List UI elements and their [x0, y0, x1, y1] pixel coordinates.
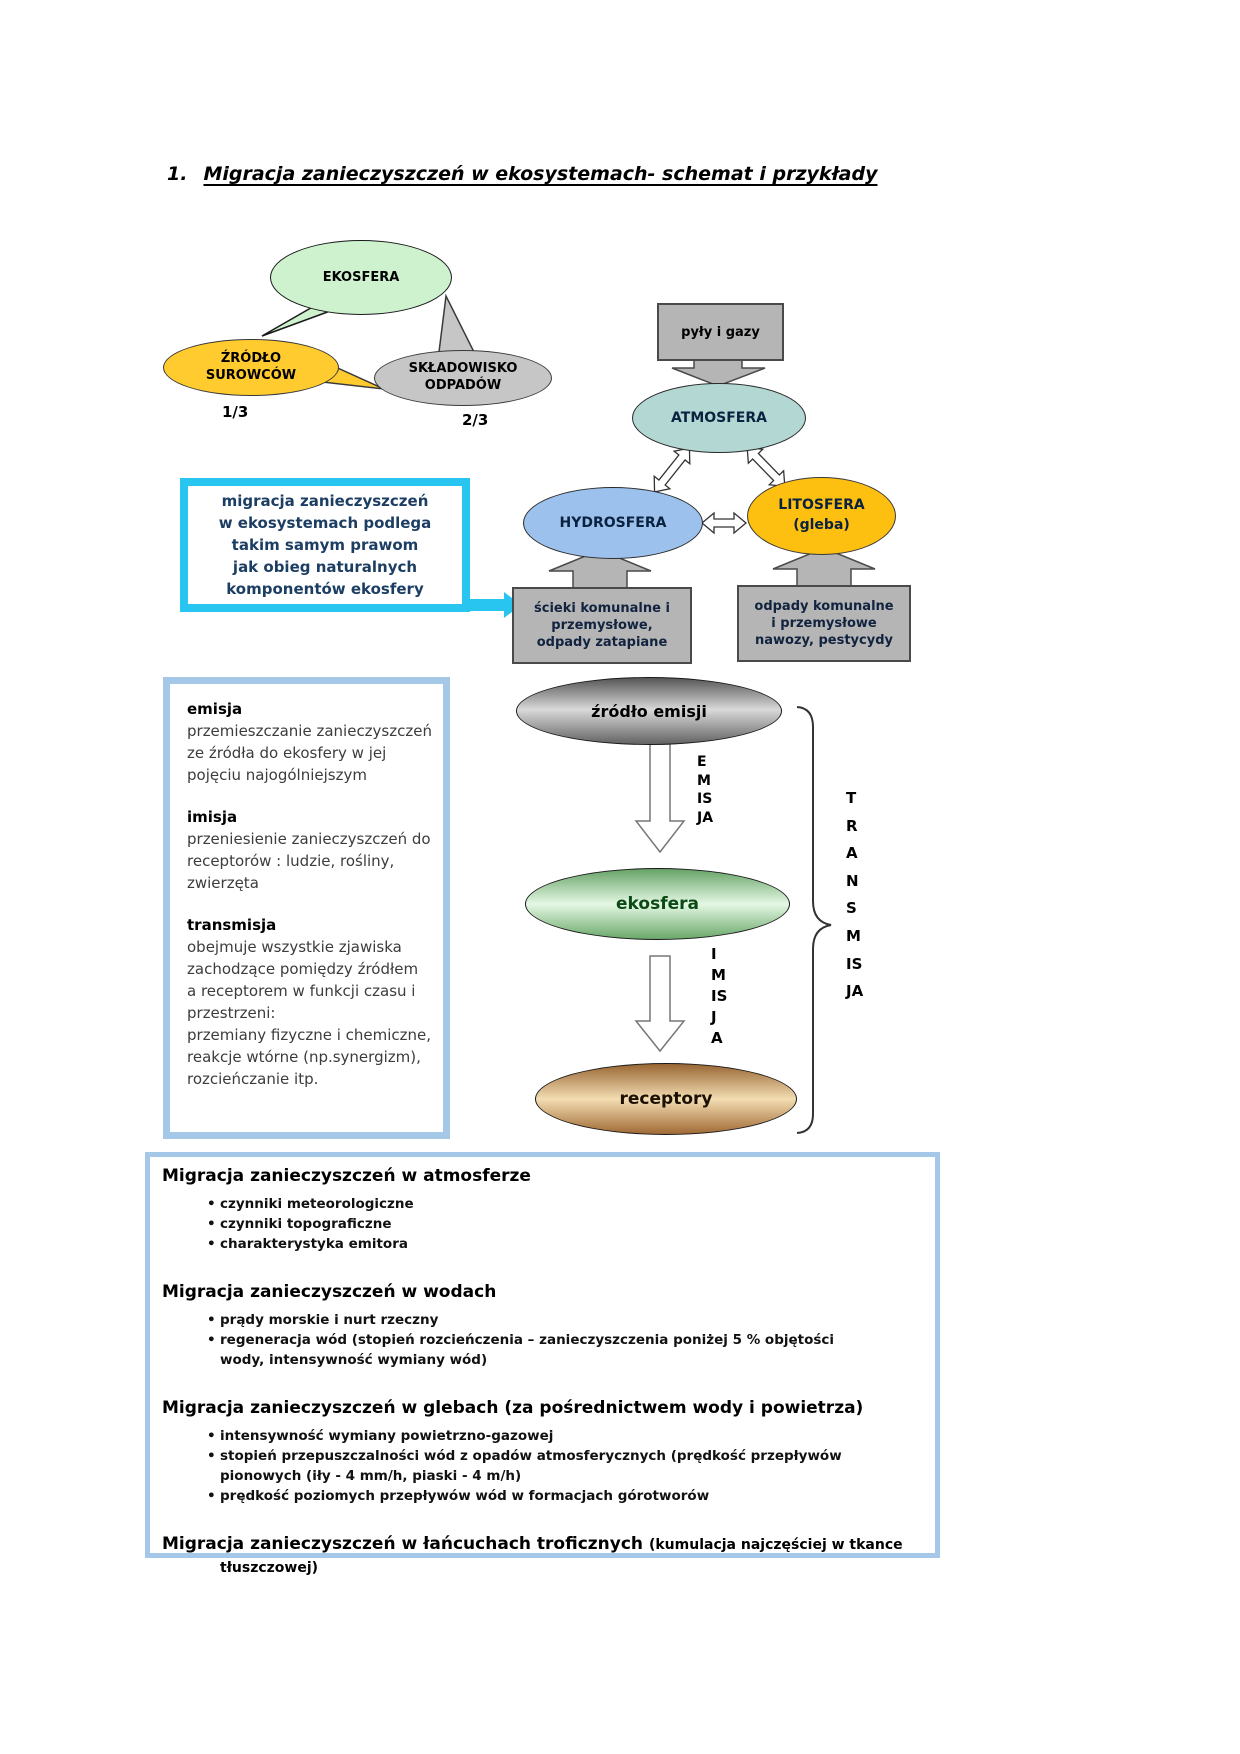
bullet-dot: •	[207, 1312, 216, 1328]
odpady-up-arrow	[772, 547, 876, 589]
bullet-item: •prędkość poziomych przepływów wód w for…	[162, 1486, 921, 1506]
bullet-text: charakterystyka emitora	[220, 1236, 408, 1252]
section-atmosfera-bullets: •czynniki meteorologiczne •czynniki topo…	[162, 1194, 921, 1254]
bullet-text: czynniki meteorologiczne	[220, 1196, 414, 1212]
pyly-i-gazy-box: pyły i gazy	[657, 303, 784, 361]
callout-arrow	[468, 592, 521, 618]
bullet-item: •czynniki topograficzne	[162, 1214, 921, 1234]
def-emisja-text: przemieszczanie zanieczyszczeń ze źródła…	[187, 722, 432, 784]
scieki-box: ścieki komunalne i przemysłowe, odpady z…	[512, 587, 692, 664]
migration-summary-box: Migracja zanieczyszczeń w atmosferze •cz…	[145, 1152, 940, 1576]
section-wody-bullets: •prądy morskie i nurt rzeczny •regenerac…	[162, 1310, 921, 1370]
def-imisja-term: imisja	[187, 808, 238, 826]
transmisja-brace	[796, 706, 832, 1134]
atmosfera-ellipse: ATMOSFERA	[632, 383, 806, 453]
def-imisja-text: przeniesienie zanieczyszczeń do receptor…	[187, 830, 431, 892]
bullet-text: regeneracja wód (stopień rozcieńczenia –…	[220, 1332, 835, 1368]
hydrosfera-litosfera-double-arrow	[700, 511, 748, 535]
bullet-item: •regeneracja wód (stopień rozcieńczenia …	[162, 1330, 921, 1370]
section-gleby-heading: Migracja zanieczyszczeń w glebach (za po…	[162, 1398, 864, 1418]
section-gleby-bullets: •intensywność wymiany powietrzno-gazowej…	[162, 1426, 921, 1506]
bullet-text: prądy morskie i nurt rzeczny	[220, 1312, 439, 1328]
emisja-flow-arrow	[634, 743, 686, 854]
zrodlo-fraction-label: 1/3	[222, 403, 249, 421]
flow-ekosfera-ellipse: ekosfera	[525, 868, 790, 940]
receptory-ellipse: receptory	[535, 1063, 797, 1135]
scieki-up-arrow	[548, 549, 652, 591]
section-atmosfera: Migracja zanieczyszczeń w atmosferze •cz…	[162, 1165, 921, 1254]
section-wody: Migracja zanieczyszczeń w wodach •prądy …	[162, 1281, 921, 1370]
page-title: 1. Migracja zanieczyszczeń w ekosystemac…	[167, 163, 877, 185]
bullet-item: •stopień przepuszczalności wód z opadów …	[162, 1446, 921, 1486]
odpady-box: odpady komunalne i przemysłowe nawozy, p…	[737, 585, 911, 662]
bullet-text: prędkość poziomych przepływów wód w form…	[220, 1488, 710, 1504]
bullet-dot: •	[207, 1216, 216, 1232]
bullet-dot: •	[207, 1236, 216, 1252]
section-lancuchy-heading-suffix: (kumulacja najczęściej w tkance tłuszczo…	[220, 1537, 903, 1576]
bullet-item: •intensywność wymiany powietrzno-gazowej	[162, 1426, 921, 1446]
ekosfera-bubble: EKOSFERA	[270, 240, 452, 315]
imisja-vertical-label: IMISJA	[711, 945, 728, 1047]
def-transmisja-term: transmisja	[187, 916, 277, 934]
bullet-text: czynniki topograficzne	[220, 1216, 392, 1232]
section-lancuchy-heading-bold: Migracja zanieczyszczeń w łańcuchach tro…	[162, 1534, 644, 1554]
title-number: 1.	[167, 163, 188, 185]
section-lancuchy-heading: Migracja zanieczyszczeń w łańcuchach tro…	[162, 1533, 921, 1579]
bullet-dot: •	[207, 1488, 216, 1504]
section-lancuchy: Migracja zanieczyszczeń w łańcuchach tro…	[162, 1533, 921, 1579]
section-atmosfera-heading: Migracja zanieczyszczeń w atmosferze	[162, 1166, 531, 1186]
callout-box: migracja zanieczyszczeń w ekosystemach p…	[180, 478, 470, 612]
bullet-item: •czynniki meteorologiczne	[162, 1194, 921, 1214]
bullet-item: •prądy morskie i nurt rzeczny	[162, 1310, 921, 1330]
def-emisja-term: emisja	[187, 700, 243, 718]
bullet-text: intensywność wymiany powietrzno-gazowej	[220, 1428, 554, 1444]
section-gleby: Migracja zanieczyszczeń w glebach (za po…	[162, 1397, 921, 1506]
imisja-flow-arrow	[634, 955, 686, 1053]
bullet-dot: •	[207, 1428, 216, 1444]
section-wody-heading: Migracja zanieczyszczeń w wodach	[162, 1282, 497, 1302]
bullet-dot: •	[207, 1196, 216, 1212]
definitions-box: emisja przemieszczanie zanieczyszczeń ze…	[163, 677, 450, 1139]
bullet-item: •charakterystyka emitora	[162, 1234, 921, 1254]
def-transmisja-text: obejmuje wszystkie zjawiska zachodzące p…	[187, 938, 432, 1088]
title-text: Migracja zanieczyszczeń w ekosystemach- …	[203, 163, 878, 185]
bullet-text: stopień przepuszczalności wód z opadów a…	[220, 1448, 842, 1484]
zrodlo-surowcow-bubble: ŹRÓDŁO SUROWCÓW	[163, 339, 339, 396]
transmisja-vertical-label: TRANSMISJA	[846, 789, 864, 1001]
skladowisko-fraction-label: 2/3	[462, 411, 489, 429]
pyly-down-arrow	[671, 356, 766, 387]
litosfera-ellipse: LITOSFERA (gleba)	[747, 477, 896, 555]
emisja-vertical-label: EMISJA	[697, 754, 714, 826]
hydrosfera-ellipse: HYDROSFERA	[523, 487, 703, 559]
skladowisko-odpadow-bubble: SKŁADOWISKO ODPADÓW	[374, 350, 552, 406]
bullet-dot: •	[207, 1332, 216, 1348]
bullet-dot: •	[207, 1448, 216, 1464]
zrodlo-emisji-ellipse: źródło emisji	[516, 677, 782, 745]
